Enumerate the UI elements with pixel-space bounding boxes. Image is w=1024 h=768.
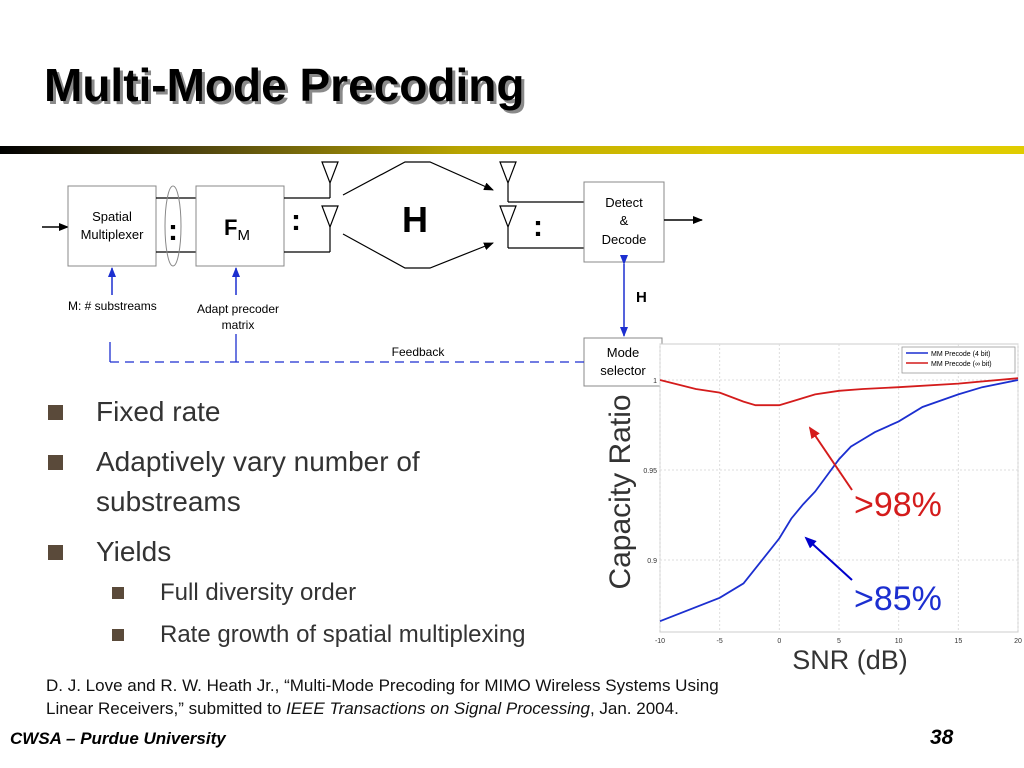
rx-antenna-1-icon [499,161,517,185]
detect-decode-label-2: & [620,213,629,228]
adapt-label-1: Adapt precoder [197,302,279,316]
x-tick-label: 15 [954,638,962,645]
x-tick-label: 20 [1014,638,1022,645]
page-number: 38 [930,726,954,749]
annotation-98: >98% [854,486,942,524]
dots-2: : [291,204,301,237]
h-estimate-label: H [636,289,647,306]
annotation-arrow-blue [804,536,853,581]
channel-label: H [402,199,428,240]
annotation-arrow-red [808,426,853,491]
mode-selector-box [583,337,663,387]
bullet-square-icon [48,545,63,560]
subbullet-rate-growth: Rate growth of spatial multiplexing [48,614,608,656]
bullet-square-icon [112,629,124,641]
mode-selector-label-1: Mode [607,345,640,360]
block-diagram: Spatial Multiplexer : FM : H : Dete [42,161,703,387]
substream-ellipse [164,185,182,267]
bullet-square-icon [48,455,63,470]
y-axis-label: Capacity Ratio [604,394,637,589]
tx-antenna-2-icon [321,205,339,229]
series-line-0 [659,379,1019,623]
bullet-adaptively: Adaptively vary number of [48,442,608,482]
citation-line-2: Linear Receivers,” submitted to IEEE Tra… [46,699,679,718]
bullet-adaptively-cont: substreams [96,486,241,517]
precoder-box [195,185,285,267]
subbullet-diversity: Full diversity order [48,572,608,614]
y-tick-label: 0.9 [647,558,657,565]
bullet-fixed-rate: Fixed rate [48,392,608,432]
mode-selector-label-2: selector [600,363,646,378]
spatial-multiplexer-box [67,185,157,267]
detect-decode-label-1: Detect [605,195,643,210]
x-tick-label: 10 [895,638,903,645]
bullet-yields: Yields [48,532,608,572]
feedback-label: Feedback [392,345,446,359]
y-tick-label: 0.95 [643,468,657,475]
x-axis-label: SNR (dB) [792,645,908,675]
tx-antenna-1-icon [321,161,339,185]
annotation-85: >85% [854,580,942,618]
rx-antenna-2-icon [499,205,517,229]
detect-decode-box [583,181,665,263]
y-tick-label: 1 [653,378,657,385]
bullet-list: Fixed rate Adaptively vary number of sub… [48,392,608,656]
slide-title: Multi-Mode Precoding [44,59,525,111]
x-tick-label: -5 [717,638,723,645]
spatial-multiplexer-label-2: Multiplexer [81,227,145,242]
capacity-ratio-chart: -10 -5 0 5 10 15 20 1 0.95 0.9 MM Precode (4 bit)… [604,343,1022,675]
x-tick-label: 5 [837,638,841,645]
bullet-square-icon [48,405,63,420]
title-rule [0,146,1024,154]
dots-1: : [168,214,178,247]
dots-3: : [533,210,543,243]
x-tick-label: 0 [777,638,781,645]
citation: D. J. Love and R. W. Heath Jr., “Multi-M… [46,674,846,720]
x-tick-label: -10 [655,638,665,645]
footer-org: CWSA – Purdue University [10,729,226,748]
legend-box [901,346,1016,374]
adapt-label-2: matrix [222,318,255,332]
bullet-square-icon [112,587,124,599]
detect-decode-label-3: Decode [602,232,647,247]
precoder-label: FM [224,215,250,244]
series-line-1 [659,377,1019,407]
legend-entry: MM Precode (∞ bit) [931,361,992,368]
spatial-multiplexer-label-1: Spatial [92,209,132,224]
citation-line-1: D. J. Love and R. W. Heath Jr., “Multi-M… [46,676,719,695]
substreams-label: M: # substreams [68,299,157,313]
legend-entry: MM Precode (4 bit) [931,351,991,358]
channel-shape [342,161,494,196]
